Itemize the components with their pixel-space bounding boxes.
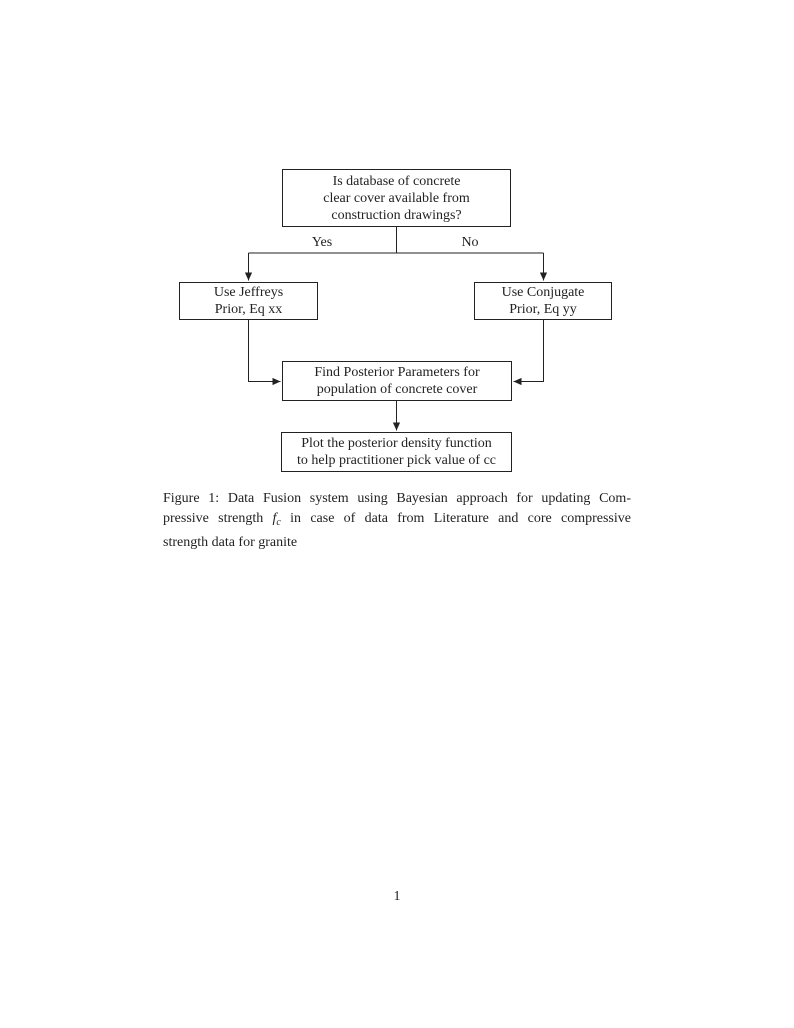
- arrow-conjugate-to-posterior: [513, 320, 544, 386]
- page-number: 1: [393, 889, 401, 904]
- node-text-line: Prior, Eq yy: [509, 302, 577, 317]
- node-text-line: construction drawings?: [331, 207, 462, 223]
- node-text-line: to help practitioner pick value of cc: [296, 453, 497, 468]
- fc-math-symbol: fc: [272, 511, 281, 528]
- node-text-line: population of concrete cover: [316, 382, 478, 397]
- flowchart-node-find-posterior: Find Posterior Parameters for population…: [282, 361, 512, 401]
- node-text-line: Prior, Eq xx: [214, 302, 283, 317]
- node-text-line: Use Conjugate: [501, 285, 585, 300]
- caption-line-3: strength data for granite: [163, 535, 298, 550]
- flowchart-node-decision: Is database of concrete clear cover avai…: [282, 169, 511, 227]
- branch-label-yes: Yes: [297, 234, 347, 251]
- node-text-line: clear cover available from: [323, 190, 470, 206]
- node-text-line: Is database of concrete: [332, 173, 461, 189]
- flowchart-node-jeffreys-prior: Use Jeffreys Prior, Eq xx: [179, 282, 318, 320]
- fc-symbol-base: f: [272, 511, 277, 526]
- figure-caption: Figure 1: Data Fusion system using Bayes…: [163, 489, 631, 553]
- node-text-line: Plot the posterior density function: [301, 436, 492, 451]
- node-text-line: Find Posterior Parameters for: [314, 365, 480, 380]
- caption-text-pre: pressive strength: [163, 511, 273, 526]
- caption-line-1: Figure 1: Data Fusion system using Bayes…: [163, 491, 631, 506]
- caption-text-post: in case of data from Literature and core…: [280, 511, 631, 526]
- caption-line-2: pressive strength fc in case of data fro…: [163, 509, 631, 533]
- fc-symbol-subscript: c: [276, 517, 281, 528]
- arrow-jeffreys-to-posterior: [248, 320, 281, 386]
- node-text-line: Use Jeffreys: [213, 285, 284, 300]
- branch-label-no: No: [445, 234, 495, 251]
- flowchart-node-conjugate-prior: Use Conjugate Prior, Eq yy: [474, 282, 612, 320]
- flowchart-node-plot-posterior: Plot the posterior density function to h…: [281, 432, 512, 472]
